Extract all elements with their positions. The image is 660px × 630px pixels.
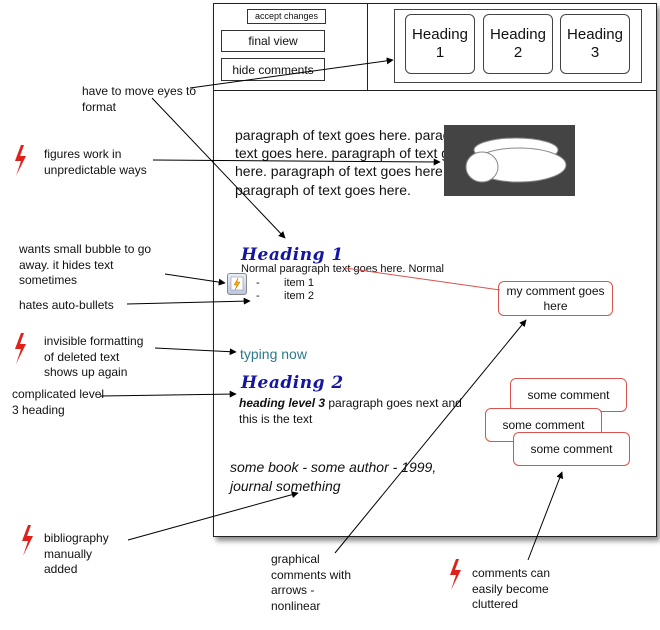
toolbar-vertical-divider — [367, 3, 368, 90]
annotation-graphical-comments: graphical comments with arrows - nonline… — [271, 552, 352, 613]
flag-icon-figures — [15, 145, 26, 176]
bibliography-entry[interactable]: some book - some author - 1999, journal … — [230, 459, 437, 494]
arrow-cluttered — [527, 471, 563, 561]
arrow-eyes-to-heading — [151, 97, 286, 239]
bullet-mark-1: - — [256, 277, 260, 289]
annotation-auto-bullets: hates auto-bullets — [19, 298, 114, 312]
arrow-bibliography — [127, 491, 299, 541]
arrow-eyes-to-toolbar — [189, 57, 394, 89]
heading-2-style-number: 2 — [513, 44, 523, 61]
heading-level-3-paragraph[interactable]: heading level 3 paragraph goes next and … — [239, 396, 479, 427]
heading-level-3-label: heading level 3 — [239, 396, 326, 410]
hide-comments-button[interactable]: hide comments — [221, 58, 325, 81]
heading-3-style-number: 3 — [590, 44, 600, 61]
body-paragraph[interactable]: paragraph of text goes here. paragraph o… — [235, 127, 495, 198]
arrow-auto-bullets — [126, 297, 251, 305]
annotation-bubble: wants small bubble to go away. it hides … — [19, 242, 152, 288]
heading-1-style-number: 1 — [435, 44, 445, 61]
arrow-graphical-comments — [334, 319, 527, 554]
annotation-move-eyes: have to move eyes to format — [82, 84, 197, 114]
flag-icon-bibliography — [22, 525, 33, 556]
annotation-figures: figures work in unpredictable ways — [44, 147, 147, 177]
heading-level-3-rest: paragraph goes next and this is the text — [239, 396, 462, 426]
comment-connector-line — [344, 267, 501, 291]
arrow-bubble — [164, 273, 226, 286]
annotation-bibliography: bibliography manually added — [44, 531, 109, 577]
bullet-item-2[interactable]: item 2 — [284, 290, 314, 302]
heading-2-style-label: Heading — [490, 26, 546, 43]
arrow-figures — [152, 158, 441, 166]
accept-changes-button[interactable]: accept changes — [247, 9, 326, 24]
bullet-mark-2: - — [256, 290, 260, 302]
heading-3-style-label: Heading — [567, 26, 623, 43]
toolbar-divider — [213, 90, 656, 91]
arrow-level-3 — [99, 390, 237, 398]
arrow-invisible-formatting — [154, 347, 237, 356]
comment-box-2[interactable]: some comment — [510, 378, 627, 412]
typing-text[interactable]: typing now — [240, 346, 307, 362]
bullet-item-1[interactable]: item 1 — [284, 277, 314, 289]
annotation-cluttered: comments can easily become cluttered — [472, 566, 551, 612]
document-heading-2[interactable]: Heading 2 — [241, 373, 344, 393]
heading-1-style-label: Heading — [412, 26, 468, 43]
comment-box-4[interactable]: some comment — [513, 432, 630, 466]
comment-bubble-icon[interactable] — [227, 273, 247, 295]
heading-styles-panel — [394, 9, 642, 83]
figure[interactable] — [444, 125, 575, 196]
normal-paragraph[interactable]: Normal paragraph text goes here. Normal — [241, 263, 444, 275]
final-view-button[interactable]: final view — [221, 30, 325, 52]
figure-shapes — [465, 137, 567, 183]
annotation-level-3: complicated level 3 heading — [12, 387, 105, 417]
annotation-invisible-formatting: invisible formatting of deleted text sho… — [44, 334, 144, 380]
flag-icon-cluttered — [450, 559, 461, 590]
flag-icon-invisible — [15, 333, 26, 364]
figure-ellipse-small — [465, 151, 499, 183]
document-heading-1[interactable]: Heading 1 — [241, 245, 344, 265]
comment-box-1[interactable]: my comment goes here — [498, 281, 613, 316]
lightning-icon — [230, 276, 244, 291]
